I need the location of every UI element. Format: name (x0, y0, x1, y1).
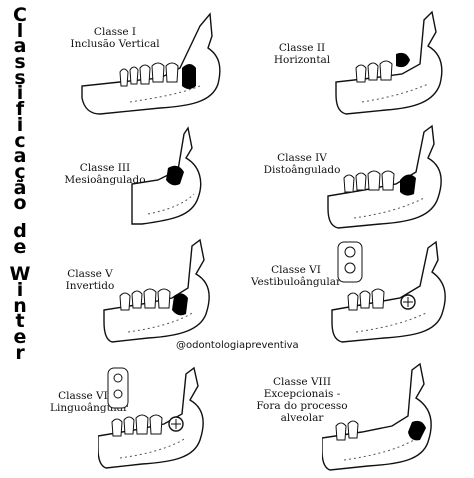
title-letter: t (15, 310, 25, 333)
class-ii-desc: Horizontal (273, 54, 331, 66)
title-letter: s (14, 66, 26, 89)
impacted-tooth-icon (166, 165, 184, 186)
class-vi-label: Classe VI Vestibuloângular (246, 264, 346, 288)
title-letter: i (16, 82, 24, 105)
class-vi-title: Classe VI (271, 264, 321, 276)
title-letter: e (13, 326, 27, 349)
class-vi-desc: Vestibuloângular (250, 276, 342, 288)
class-viii-desc-3: alveolar (280, 412, 324, 424)
panel-class-ii: Classe II Horizontal (262, 6, 462, 124)
class-viii-desc-1: Excepcionais - (263, 388, 341, 400)
title-letter: i (16, 279, 24, 301)
title-letter: d (13, 219, 27, 242)
title-letter: ã (13, 176, 27, 199)
title-letter: l (16, 19, 24, 42)
mandible-icon (331, 240, 446, 343)
title-letter: a (13, 35, 27, 58)
class-viii-desc-2: Fora do processo (256, 400, 348, 412)
title-letter: C (13, 4, 27, 26)
class-v-label: Classe V Invertido (50, 268, 130, 292)
panel-class-iv: Classe IV Distoângulado (262, 122, 462, 232)
mandible-icon (131, 126, 202, 225)
impacted-tooth-icon (408, 420, 426, 441)
class-i-desc: Inclusão Vertical (70, 38, 160, 50)
panel-class-i: Classe I Inclusão Vertical (40, 6, 230, 124)
mandible-icon (327, 124, 442, 229)
class-iii-title: Classe III (79, 162, 131, 174)
title-letter: W (9, 263, 31, 286)
class-i-title: Classe I (93, 26, 137, 38)
credit-handle: @odontologiapreventiva (176, 340, 299, 351)
class-iv-label: Classe IV Distoângulado (262, 152, 342, 176)
mandible-icon (98, 366, 204, 469)
title-letter: r (15, 341, 25, 364)
title-letter: e (13, 235, 27, 258)
impacted-tooth-icon (172, 293, 188, 316)
panel-class-vii: Classe VII Linguoângular (40, 360, 240, 476)
class-iii-desc: Mesioângulado (64, 174, 146, 186)
title-letter: c (14, 129, 26, 152)
impacted-tooth-icon (182, 64, 196, 89)
class-ii-label: Classe II Horizontal (262, 42, 342, 66)
panel-class-viii: Classe VIII Excepcionais - Fora do proce… (246, 360, 462, 476)
title-letter: a (13, 145, 27, 168)
mandible-icon (335, 10, 443, 115)
title-letter: n (13, 294, 27, 317)
class-v-title: Classe V (67, 268, 113, 280)
impacted-tooth-icon (396, 52, 410, 68)
mandible-icon (322, 362, 432, 471)
impacted-tooth-icon (400, 174, 416, 196)
class-vii-title: Classe VII (58, 390, 112, 402)
class-v-desc: Invertido (65, 280, 115, 292)
class-iv-title: Classe IV (277, 152, 327, 164)
panel-class-v: Classe V Invertido (40, 236, 240, 346)
class-ii-title: Classe II (278, 42, 326, 54)
title-letter: s (14, 51, 26, 74)
mandible-icon (103, 238, 210, 343)
class-iii-label: Classe III Mesioângulado (50, 162, 160, 186)
mandible-icon (81, 12, 221, 115)
panel-class-iii: Classe III Mesioângulado (40, 122, 240, 232)
title-letter: o (13, 192, 27, 215)
tooth-occlusal-icon (337, 241, 363, 283)
class-i-label: Classe I Inclusão Vertical (60, 26, 170, 50)
tooth-occlusal-icon (107, 367, 129, 409)
class-viii-title: Classe VIII (272, 376, 331, 388)
panel-class-vi: Classe VI Vestibuloângular (246, 236, 462, 346)
title-letter: ç (14, 160, 26, 183)
title-letter: f (15, 98, 25, 121)
class-viii-label: Classe VIII Excepcionais - Fora do proce… (252, 376, 352, 424)
title-letter: i (16, 113, 24, 136)
class-iv-desc: Distoângulado (263, 164, 341, 176)
